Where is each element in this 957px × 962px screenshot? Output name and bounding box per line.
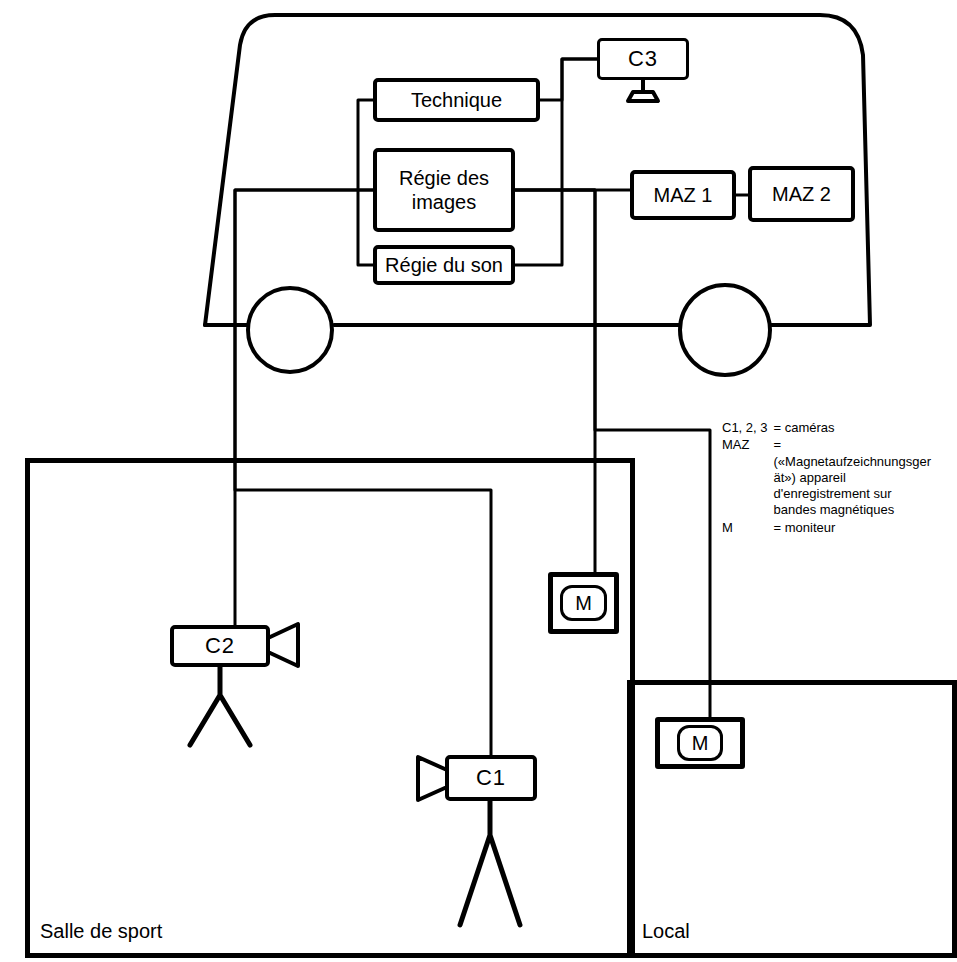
legend-note: = («Magnetaufzeichnungsgerät») appareil … — [774, 437, 934, 518]
box-label: M — [560, 585, 607, 621]
box-label: Technique — [411, 88, 502, 112]
cable-line — [540, 59, 597, 100]
van-sill — [205, 323, 248, 327]
cable-line — [358, 100, 373, 265]
legend-note: = caméras — [774, 420, 934, 436]
legend-note: M — [722, 520, 768, 536]
wheel — [248, 288, 332, 372]
box-label: C3 — [628, 46, 658, 72]
tripod — [460, 800, 520, 925]
recorder-box: MAZ 1 — [630, 170, 736, 220]
cable-line — [515, 190, 710, 717]
room-name: Local — [642, 919, 690, 943]
van-outline — [205, 15, 870, 325]
camera-lens — [418, 757, 447, 800]
camera-box: C1 — [445, 755, 537, 801]
room-name: Salle de sport — [40, 919, 162, 943]
van-sill — [334, 323, 680, 327]
box-label: MAZ 1 — [654, 183, 713, 207]
camera-lens — [268, 624, 298, 666]
process-box: Technique — [373, 78, 540, 122]
cable-line — [736, 194, 748, 197]
van-body — [205, 15, 870, 375]
equipment-drawing — [190, 80, 658, 925]
recorder-box: MAZ 2 — [748, 166, 855, 222]
cable-line — [515, 190, 595, 572]
box-label: M — [677, 725, 724, 761]
tripod — [190, 665, 250, 745]
box-label: Régie des images — [388, 166, 500, 214]
cable-line — [235, 190, 373, 625]
camera-box: C3 — [597, 38, 689, 80]
box-label: C2 — [205, 633, 235, 659]
monitor-box: M — [655, 717, 745, 769]
room-region: Local M — [627, 680, 957, 958]
legend-note: C1, 2, 3 — [722, 420, 768, 436]
legend-note: MAZ — [722, 437, 768, 518]
box-label: MAZ 2 — [772, 182, 831, 206]
legend-note: = moniteur — [774, 520, 934, 536]
camera-box: C2 — [170, 625, 270, 667]
box-label: C1 — [476, 765, 506, 791]
wheel — [680, 285, 770, 375]
connectors — [235, 59, 748, 755]
box-label: Régie du son — [385, 253, 503, 277]
legend-notes: C1, 2, 3 = camérasMAZ= («Magnetaufzeichnu… — [722, 420, 934, 536]
process-box: Régie du son — [373, 245, 515, 285]
process-box: Régie des images — [373, 148, 515, 232]
room-region: Salle de sport C2 M C1 — [25, 458, 635, 958]
monitor-stand — [628, 80, 658, 101]
monitor-box: M — [548, 572, 619, 634]
